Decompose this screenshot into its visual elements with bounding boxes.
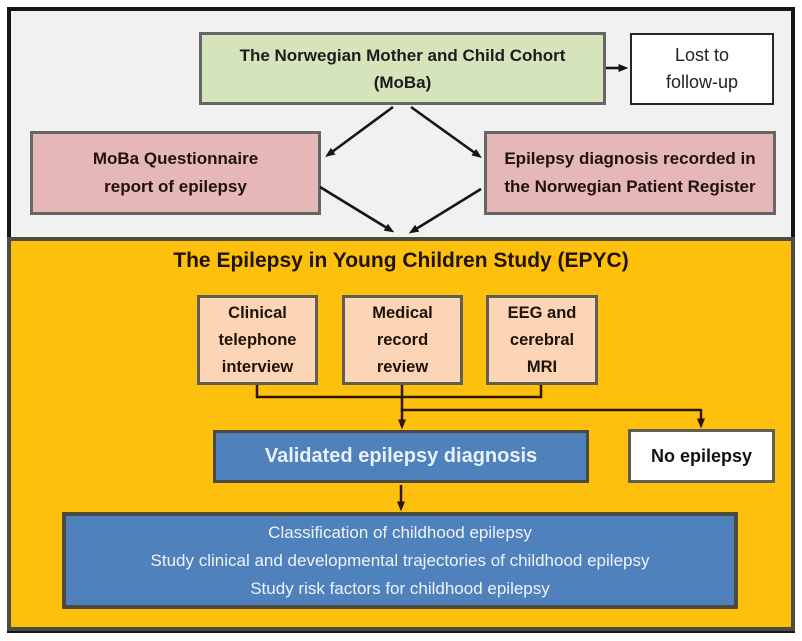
study-aims-line2: Study clinical and developmental traject…	[150, 550, 650, 570]
no-epilepsy-label: No epilepsy	[650, 445, 753, 466]
moba-questionnaire-box: MoBa Questionnaire report of epilepsy	[30, 131, 321, 215]
patient-register-line1: Epilepsy diagnosis recorded in	[504, 149, 756, 168]
medical-record-line3: review	[376, 357, 429, 376]
eeg-mri-line3: MRI	[526, 357, 558, 376]
validated-diagnosis-label: Validated epilepsy diagnosis	[264, 445, 538, 467]
telephone-interview-box: Clinical telephone interview	[197, 295, 318, 385]
moba-cohort-box: The Norwegian Mother and Child Cohort (M…	[199, 32, 606, 105]
eeg-mri-line2: cerebral	[509, 330, 575, 349]
eeg-mri-box: EEG and cerebral MRI	[486, 295, 598, 385]
medical-record-box: Medical record review	[342, 295, 463, 385]
telephone-interview-line1: Clinical	[228, 303, 287, 322]
study-aims-box: Classification of childhood epilepsy Stu…	[62, 512, 738, 609]
moba-questionnaire-line2: report of epilepsy	[104, 177, 247, 196]
lost-to-followup-line2: follow-up	[665, 72, 739, 92]
moba-cohort-line1: The Norwegian Mother and Child Cohort	[239, 45, 566, 65]
telephone-interview-line3: interview	[221, 357, 294, 376]
validated-diagnosis-box: Validated epilepsy diagnosis	[213, 430, 589, 483]
no-epilepsy-box: No epilepsy	[628, 429, 775, 483]
study-aims-line3: Study risk factors for childhood epileps…	[250, 578, 550, 598]
lost-to-followup-box: Lost to follow-up	[630, 33, 774, 105]
medical-record-line2: record	[376, 330, 429, 349]
lost-to-followup-line1: Lost to	[674, 45, 730, 65]
medical-record-line1: Medical	[372, 303, 433, 322]
telephone-interview-line2: telephone	[218, 330, 297, 349]
moba-questionnaire-line1: MoBa Questionnaire	[92, 149, 259, 168]
patient-register-box: Epilepsy diagnosis recorded in the Norwe…	[484, 131, 776, 215]
study-aims-line1: Classification of childhood epilepsy	[268, 522, 532, 542]
moba-cohort-line2: (MoBa)	[373, 72, 432, 92]
patient-register-line2: the Norwegian Patient Register	[504, 177, 756, 196]
epyc-section-title: The Epilepsy in Young Children Study (EP…	[173, 249, 629, 272]
eeg-mri-line1: EEG and	[507, 303, 577, 322]
